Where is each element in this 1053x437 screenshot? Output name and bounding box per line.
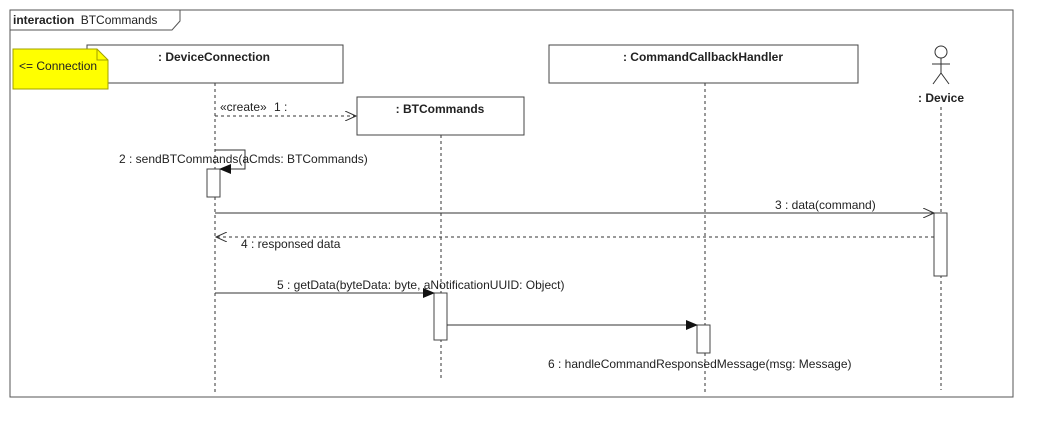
connection-note[interactable]: <= Connection: [12, 48, 109, 90]
message-label: 5 : getData(byteData: byte, aNotificatio…: [277, 278, 564, 292]
message-6[interactable]: 6 : handleCommandResponsedMessage(msg: M…: [447, 320, 852, 371]
activation-device-connection: [206, 168, 221, 198]
message-label: «create» 1 :: [220, 100, 287, 114]
message-label: 4 : responsed data: [241, 237, 341, 251]
activation-bt-commands: [433, 292, 448, 341]
actor-icon: [932, 45, 950, 85]
activation-command-callback-handler: [696, 324, 711, 354]
lifeline-head-device[interactable]: : Device: [918, 45, 964, 105]
message-1-create[interactable]: «create» 1 :: [215, 100, 356, 116]
lifeline-head-bt-commands[interactable]: : BTCommands: [356, 96, 525, 136]
message-2-self-call[interactable]: 2 : sendBTCommands(aCmds: BTCommands): [119, 149, 368, 174]
lifeline-label: : BTCommands: [396, 102, 485, 116]
lifeline-head-device-connection[interactable]: : DeviceConnection: [86, 44, 344, 84]
message-label: 2 : sendBTCommands(aCmds: BTCommands): [119, 152, 368, 166]
lifeline-label: : Device: [918, 91, 964, 105]
message-number: 1 :: [274, 100, 287, 114]
message-4-return[interactable]: 4 : responsed data: [216, 237, 934, 251]
lifeline-label: : CommandCallbackHandler: [623, 50, 783, 64]
message-label: 3 : data(command): [775, 198, 876, 212]
interaction-frame: interaction BTCommands: [9, 9, 1014, 398]
frame-keyword: interaction: [13, 13, 74, 27]
frame-title: interaction BTCommands: [13, 13, 157, 27]
note-text: <= Connection: [19, 59, 97, 73]
activation-device: [933, 212, 948, 277]
lifeline-head-command-callback-handler[interactable]: : CommandCallbackHandler: [548, 44, 859, 84]
message-3[interactable]: 3 : data(command): [215, 198, 934, 213]
message-label: 6 : handleCommandResponsedMessage(msg: M…: [548, 357, 852, 371]
message-5[interactable]: 5 : getData(byteData: byte, aNotificatio…: [215, 278, 564, 298]
lifeline-label: : DeviceConnection: [158, 50, 270, 64]
create-stereotype: «create»: [220, 100, 267, 114]
frame-name: BTCommands: [81, 13, 158, 27]
